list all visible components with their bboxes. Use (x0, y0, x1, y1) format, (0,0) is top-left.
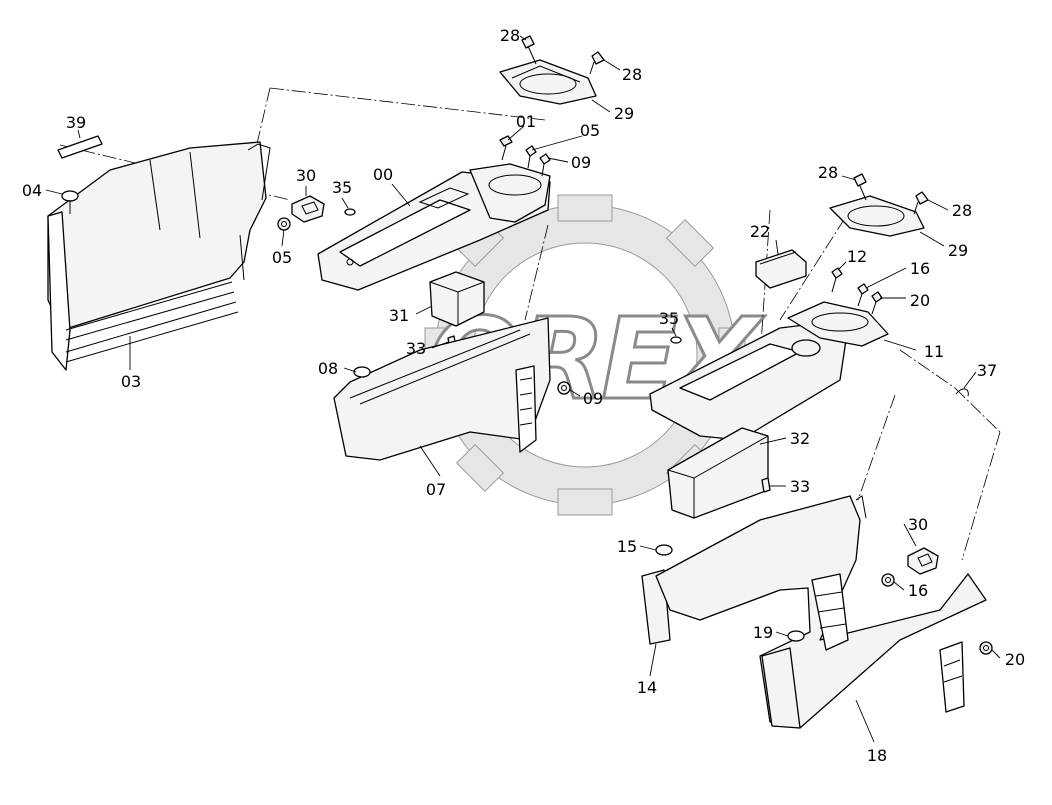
part-31-box (429, 271, 485, 327)
part-30-grommet-lower (907, 547, 939, 575)
part-11-right-console (649, 301, 889, 441)
part-04-clip (61, 190, 79, 214)
callout-c15: 15 (617, 537, 637, 556)
callout-c28b: 28 (622, 65, 642, 84)
callout-c28a: 28 (500, 26, 520, 45)
part-16-nut-lower (881, 573, 895, 587)
part-28-bolts-top (521, 35, 605, 75)
part-28-bolts-right (853, 173, 929, 215)
part-37-clip (955, 388, 969, 397)
callout-c14: 14 (637, 678, 657, 697)
part-30-grommet-upper (291, 195, 325, 223)
callout-c37: 37 (977, 361, 997, 380)
callout-c07: 07 (426, 480, 446, 499)
part-18-lower-right-cover (655, 495, 987, 729)
part-29-knob-plate-right (829, 195, 925, 237)
callout-c03: 03 (121, 372, 141, 391)
leader-lines (45, 35, 1001, 743)
part-39-label (57, 135, 103, 159)
part-33-screw-right (761, 477, 771, 493)
callout-c35b: 35 (659, 309, 679, 328)
callout-c04: 04 (22, 181, 42, 200)
callout-c05b: 05 (272, 248, 292, 267)
part-35-plug-left (344, 208, 356, 216)
callout-c09a: 09 (571, 153, 591, 172)
callout-c11: 11 (924, 342, 944, 361)
callout-c16a: 16 (910, 259, 930, 278)
callout-c39: 39 (66, 113, 86, 132)
callout-c20a: 20 (910, 291, 930, 310)
part-20-nut-lower (979, 641, 993, 655)
callout-c12: 12 (847, 247, 867, 266)
part-35-plug-right (670, 336, 682, 344)
callout-c09b: 09 (583, 389, 603, 408)
callout-c29a: 29 (614, 104, 634, 123)
callout-numbers: 28 28 29 01 05 09 39 04 30 35 00 05 03 28 28 29 22 12 16 20… (22, 26, 1025, 765)
callout-c16b: 16 (908, 581, 928, 600)
callout-c28c: 28 (818, 163, 838, 182)
part-19-clip (787, 630, 805, 642)
part-03-left-side-cover (47, 141, 271, 371)
callout-c29b: 29 (948, 241, 968, 260)
parts-01-05-09-screws-top (499, 135, 551, 177)
callout-c35a: 35 (332, 178, 352, 197)
callout-c33a: 33 (406, 339, 426, 358)
callout-c18: 18 (867, 746, 887, 765)
callout-c05a: 05 (580, 121, 600, 140)
part-05-nut-left (277, 217, 291, 231)
parts-12-16-20-screws-right (831, 267, 883, 315)
part-07-lower-cover (333, 317, 551, 461)
callout-c33b: 33 (790, 477, 810, 496)
part-15-clip (655, 544, 673, 556)
callout-c31: 31 (389, 306, 409, 325)
callout-c20b: 20 (1005, 650, 1025, 669)
callout-c22: 22 (750, 222, 770, 241)
part-22-switch (755, 249, 807, 289)
part-08-clip (353, 366, 371, 378)
callout-c00: 00 (373, 165, 393, 184)
part-29-top-knob-plate (499, 59, 597, 105)
part-00-console (317, 163, 551, 291)
part-09-nut-middle (557, 381, 571, 395)
callout-c30a: 30 (296, 166, 316, 185)
callout-c01: 01 (516, 112, 536, 131)
callout-c30b: 30 (908, 515, 928, 534)
callout-c19: 19 (753, 623, 773, 642)
callout-c08: 08 (318, 359, 338, 378)
callout-c32: 32 (790, 429, 810, 448)
callout-c28d: 28 (952, 201, 972, 220)
